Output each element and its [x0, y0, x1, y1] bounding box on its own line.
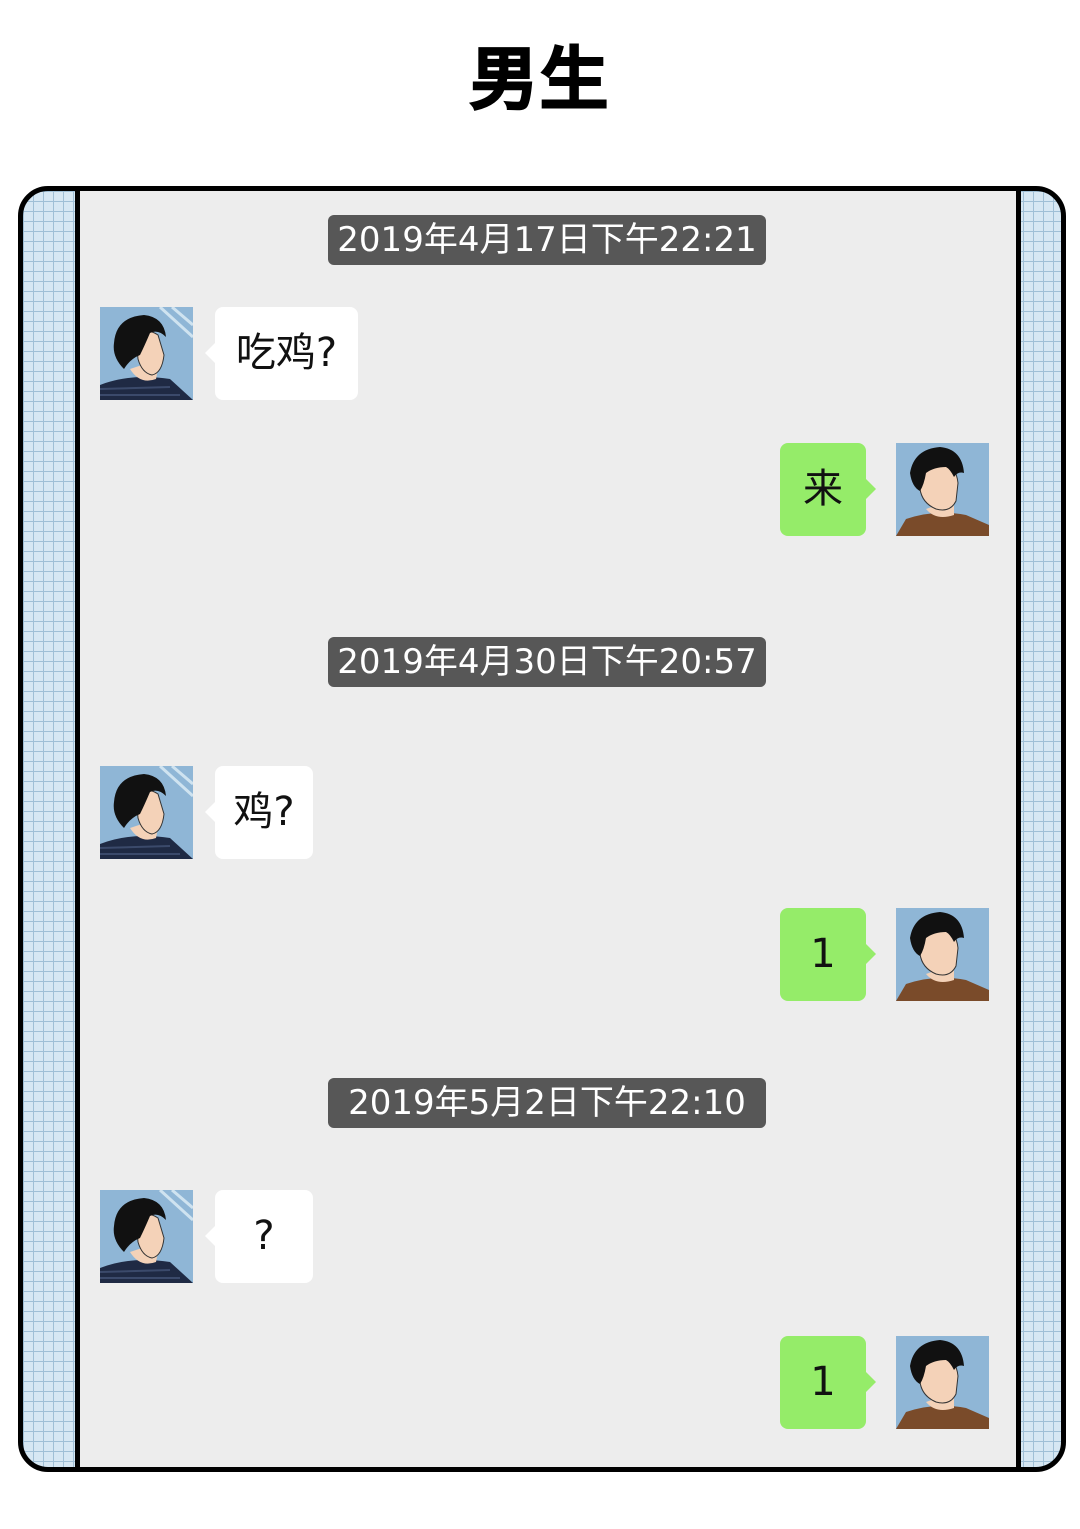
chat-screen[interactable]: 2019年4月17日下午22:21 吃鸡? 来	[75, 191, 1021, 1467]
outgoing-message-bubble[interactable]: 1	[780, 1336, 876, 1429]
contact-avatar-image	[100, 307, 193, 400]
outgoing-message-bubble[interactable]: 1	[780, 908, 876, 1001]
incoming-message-bubble[interactable]: 鸡?	[205, 766, 313, 859]
contact-avatar[interactable]	[100, 1190, 193, 1283]
timestamp-badge: 2019年4月30日下午20:57	[328, 637, 766, 687]
contact-avatar-image	[100, 766, 193, 859]
incoming-message-bubble[interactable]: ?	[205, 1190, 313, 1283]
user-avatar-image	[896, 443, 989, 536]
incoming-message-bubble[interactable]: 吃鸡?	[205, 307, 358, 400]
user-avatar-image	[896, 908, 989, 1001]
user-avatar[interactable]	[896, 908, 989, 1001]
contact-avatar[interactable]	[100, 307, 193, 400]
contact-avatar[interactable]	[100, 766, 193, 859]
user-avatar[interactable]	[896, 443, 989, 536]
page-title: 男生	[469, 40, 610, 121]
contact-avatar-image	[100, 1190, 193, 1283]
user-avatar[interactable]	[896, 1336, 989, 1429]
phone-frame: 2019年4月17日下午22:21 吃鸡? 来	[18, 186, 1066, 1472]
user-avatar-image	[896, 1336, 989, 1429]
timestamp-badge: 2019年4月17日下午22:21	[328, 215, 766, 265]
outgoing-message-bubble[interactable]: 来	[780, 443, 876, 536]
timestamp-badge: 2019年5月2日下午22:10	[328, 1078, 766, 1128]
